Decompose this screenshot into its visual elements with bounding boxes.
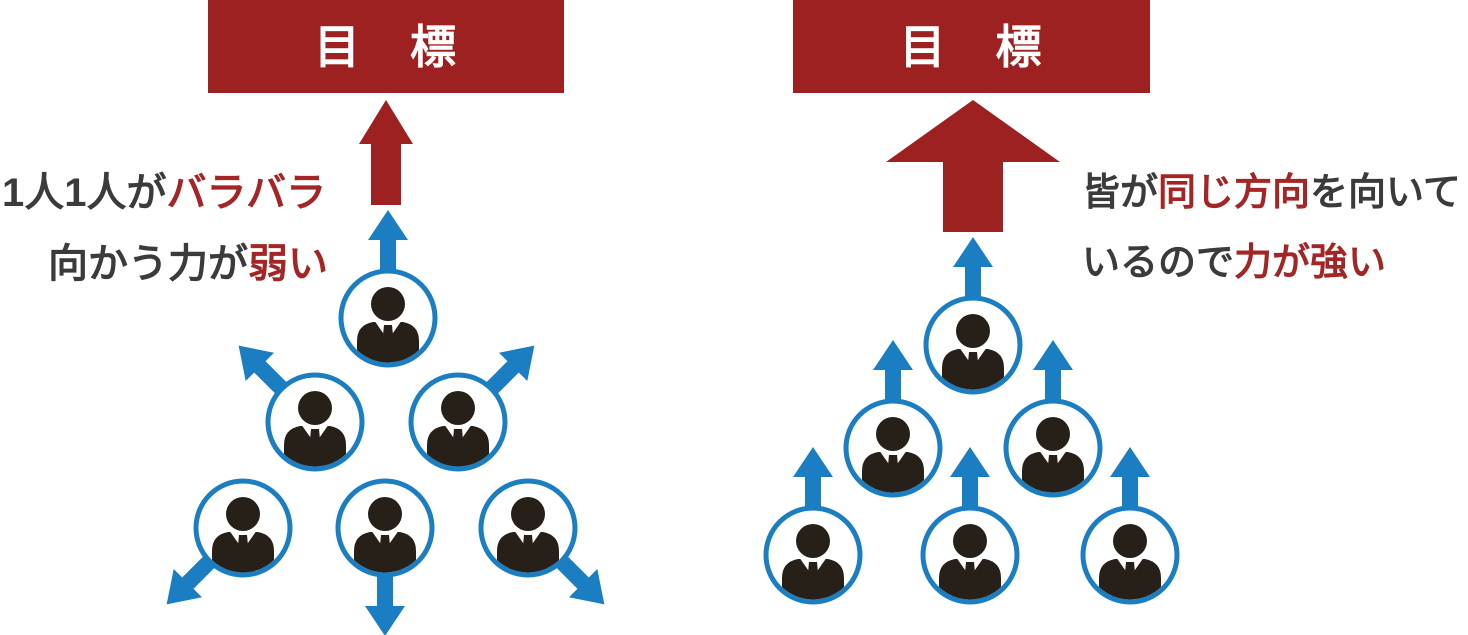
person-icon: [427, 391, 489, 467]
person-icon: [497, 497, 559, 573]
team-member-icon: [855, 440, 1085, 635]
person-icon: [284, 391, 346, 467]
caption-text: を向いて: [1310, 172, 1461, 214]
caption-accent-text: 同じ方向: [1158, 172, 1311, 214]
right-caption-line1: 皆が同じ方向を向いて: [1082, 172, 1461, 216]
team-member-icon: [1015, 440, 1245, 635]
caption-accent-text: 力が強い: [1234, 242, 1387, 284]
person-icon: [212, 497, 274, 573]
team-member-icon: [273, 203, 503, 433]
team-member-icon: [938, 333, 1168, 563]
team-member-icon: [343, 307, 573, 537]
caption-text: 向かう力が: [48, 242, 248, 286]
team-member-icon: [778, 333, 1008, 563]
team-member-icon: [200, 307, 430, 537]
person-icon: [942, 314, 1004, 390]
weak-goal-arrow-icon: [359, 100, 413, 205]
team-member-icon: [858, 230, 1088, 460]
person-icon: [357, 287, 419, 363]
team-member-icon: [413, 413, 643, 635]
caption-text: 皆が: [1082, 172, 1159, 214]
team-member-icon: [128, 413, 358, 635]
caption-accent-text: 弱い: [248, 242, 328, 286]
person-icon: [1099, 524, 1161, 600]
team-member-icon: [698, 440, 928, 635]
person-icon: [1022, 417, 1084, 493]
goal-label: 目 標: [314, 20, 458, 73]
left-caption-line2: 向かう力が弱い: [48, 241, 328, 287]
goal-box-left: 目 標: [208, 0, 564, 93]
strong-goal-arrow-icon: [886, 100, 1060, 232]
left-caption-line1: 1人1人がバラバラ: [2, 170, 326, 216]
person-icon: [939, 524, 1001, 600]
caption-accent-text: バラバラ: [166, 171, 327, 215]
right-caption-line2: いるので力が強い: [1082, 242, 1386, 286]
goal-label: 目 標: [899, 20, 1044, 73]
caption-text: いるので: [1082, 242, 1235, 284]
goal-box-right: 目 標: [793, 0, 1150, 93]
team-member-icon: [270, 413, 500, 635]
person-icon: [862, 417, 924, 493]
person-icon: [354, 497, 416, 573]
caption-text: 1人1人が: [2, 171, 167, 215]
person-icon: [782, 524, 844, 600]
